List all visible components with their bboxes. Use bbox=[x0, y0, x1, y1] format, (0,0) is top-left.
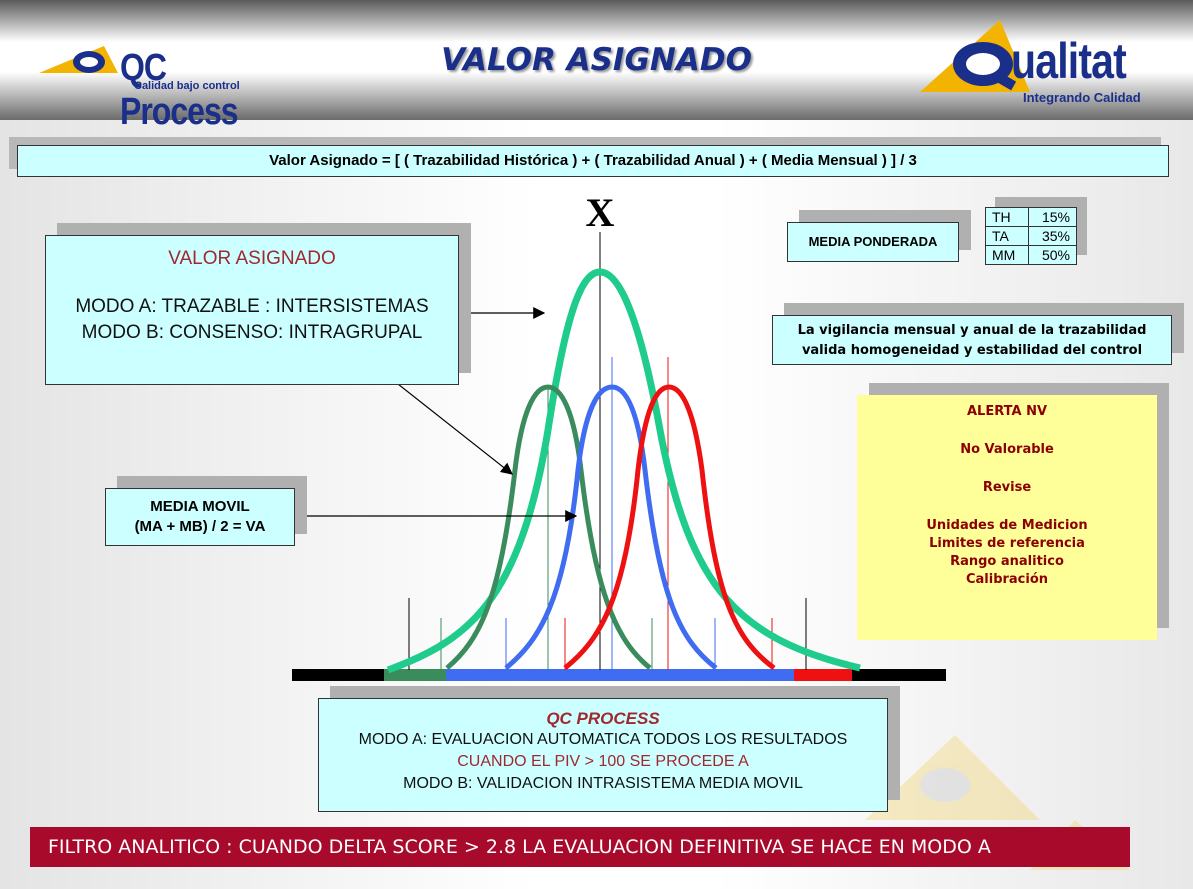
qc-modo-a: MODO A: EVALUACION AUTOMATICA TODOS LOS … bbox=[358, 731, 848, 748]
alerta-revise: Revise bbox=[982, 480, 1032, 495]
qualitat-logo-text: ualitat bbox=[1011, 33, 1127, 89]
weight-key: MM bbox=[985, 245, 1029, 265]
alerta-limites: Limites de referencia bbox=[929, 536, 1085, 551]
qualitat-logo: ualitat Integrando Calidad bbox=[915, 12, 1185, 112]
modo-b-consenso: MODO B: CONSENSO: INTRAGRUPAL bbox=[81, 322, 423, 343]
weight-value: 35% bbox=[1027, 226, 1078, 246]
alerta-rango: Rango analitico bbox=[950, 554, 1064, 569]
media-movil-title: MEDIA MOVIL bbox=[150, 498, 250, 515]
filtro-analitico-banner: FILTRO ANALITICO : CUANDO DELTA SCORE > … bbox=[30, 827, 1130, 867]
teal-curve bbox=[386, 268, 861, 674]
blue-curve bbox=[504, 384, 718, 670]
weight-key: TA bbox=[985, 226, 1029, 246]
alerta-no-valorable: No Valorable bbox=[960, 442, 1054, 457]
alerta-nv-panel: ALERTA NV No Valorable Revise Unidades d… bbox=[857, 395, 1157, 640]
weight-key: TH bbox=[985, 207, 1029, 227]
qc-process-tagline: Calidad bajo control bbox=[134, 80, 240, 92]
qc-process-logo: QC Process Calidad bajo control bbox=[34, 40, 274, 133]
vigilancia-line-2: valida homogeneidad y estabilidad del co… bbox=[801, 343, 1143, 358]
red-curve bbox=[563, 384, 776, 671]
table-row: TH 15% bbox=[985, 207, 1078, 227]
weight-value: 50% bbox=[1027, 245, 1078, 265]
table-row: TA 35% bbox=[985, 226, 1078, 246]
qc-logo-triangle-icon bbox=[39, 46, 118, 73]
valor-asignado-box: VALOR ASIGNADO MODO A: TRAZABLE : INTERS… bbox=[45, 235, 459, 385]
alerta-title: ALERTA NV bbox=[966, 404, 1048, 419]
table-row: MM 50% bbox=[985, 245, 1078, 265]
qc-process-box: QC PROCESS MODO A: EVALUACION AUTOMATICA… bbox=[318, 698, 888, 812]
alerta-unidades: Unidades de Medicion bbox=[926, 518, 1088, 533]
axis-segment-black-left bbox=[292, 669, 384, 681]
qualitat-tagline: Integrando Calidad bbox=[1023, 90, 1141, 105]
media-movil-formula: (MA + MB) / 2 = VA bbox=[134, 518, 266, 535]
axis-segment-red bbox=[794, 669, 852, 681]
modo-a-trazable: MODO A: TRAZABLE : INTERSISTEMAS bbox=[75, 296, 429, 317]
qc-process-logo-text: QC Process bbox=[120, 45, 239, 133]
axis-segment-black-right bbox=[852, 669, 946, 681]
qc-modo-b: MODO B: VALIDACION INTRASISTEMA MEDIA MO… bbox=[403, 775, 803, 792]
alerta-calibracion: Calibración bbox=[965, 572, 1049, 587]
qualitat-triangle-icon bbox=[920, 20, 1030, 92]
green-curve bbox=[445, 384, 652, 670]
formula-banner: Valor Asignado = [ ( Trazabilidad Histór… bbox=[17, 145, 1169, 177]
qc-process-title: QC PROCESS bbox=[546, 709, 660, 728]
weight-value: 15% bbox=[1027, 207, 1078, 227]
axis-segment-blue bbox=[446, 669, 794, 681]
weights-table: TH 15% TA 35% MM 50% bbox=[985, 207, 1078, 265]
vigilancia-box: La vigilancia mensual y anual de la traz… bbox=[772, 315, 1172, 365]
media-movil-box: MEDIA MOVIL (MA + MB) / 2 = VA bbox=[105, 488, 295, 546]
mean-x-label: X bbox=[586, 190, 615, 235]
page-title: VALOR ASIGNADO bbox=[441, 42, 752, 78]
qc-piv-condition: CUANDO EL PIV > 100 SE PROCEDE A bbox=[457, 753, 749, 770]
media-ponderada-box: MEDIA PONDERADA bbox=[787, 222, 959, 262]
vigilancia-line-1: La vigilancia mensual y anual de la traz… bbox=[797, 323, 1147, 338]
axis-segment-green bbox=[384, 669, 446, 681]
valor-asignado-title: VALOR ASIGNADO bbox=[168, 248, 336, 269]
